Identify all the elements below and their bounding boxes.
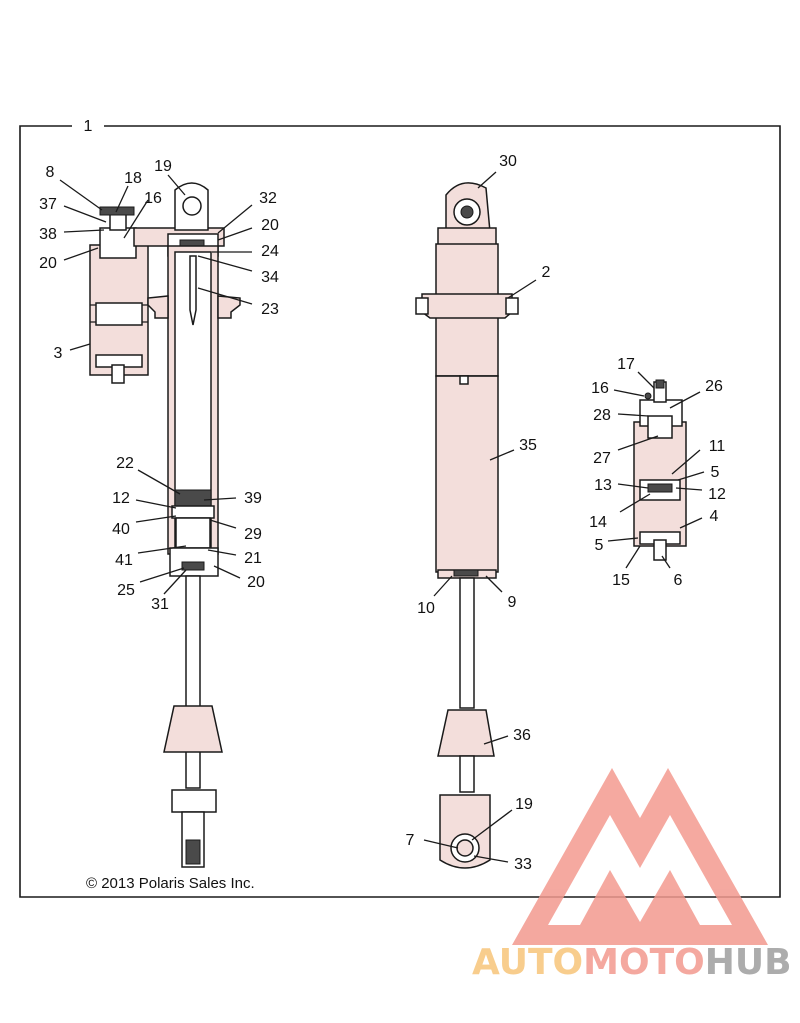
callout-26: 26 <box>705 378 723 395</box>
callout-38: 38 <box>39 226 57 243</box>
callout-32: 32 <box>259 190 277 207</box>
callout-3: 3 <box>54 345 63 362</box>
callout-17: 17 <box>617 356 635 373</box>
callout-7: 7 <box>406 832 415 849</box>
callout-40: 40 <box>112 521 130 538</box>
callout-15: 15 <box>612 572 630 589</box>
callout-27: 27 <box>593 450 611 467</box>
callout-22: 22 <box>116 455 134 472</box>
callout-21: 21 <box>244 550 262 567</box>
callout-36: 36 <box>513 727 531 744</box>
callout-2: 2 <box>542 264 551 281</box>
callout-12: 12 <box>708 486 726 503</box>
diagram-frame <box>19 125 781 898</box>
watermark-moto: MOTO <box>583 942 705 983</box>
callout-24: 24 <box>261 243 279 260</box>
callout-8: 8 <box>46 164 55 181</box>
callout-10: 10 <box>417 600 435 617</box>
callout-18: 18 <box>124 170 142 187</box>
callout-12: 12 <box>112 490 130 507</box>
callout-34: 34 <box>261 269 279 286</box>
callout-5: 5 <box>711 464 720 481</box>
callout-16: 16 <box>591 380 609 397</box>
callout-6: 6 <box>674 572 683 589</box>
callout-30: 30 <box>499 153 517 170</box>
callout-28: 28 <box>593 407 611 424</box>
callout-20: 20 <box>261 217 279 234</box>
leader-lines <box>59 171 705 863</box>
callout-5: 5 <box>595 537 604 554</box>
callout-13: 13 <box>594 477 612 494</box>
callout-20: 20 <box>39 255 57 272</box>
callout-20: 20 <box>247 574 265 591</box>
watermark-hub: HUB <box>705 942 792 983</box>
callout-19: 19 <box>515 796 533 813</box>
callout-1: 1 <box>84 118 93 135</box>
callout-35: 35 <box>519 437 537 454</box>
callout-37: 37 <box>39 196 57 213</box>
watermark-logo <box>512 768 768 945</box>
callout-19: 19 <box>154 158 172 175</box>
automotohub-watermark: AUTOMOTOHUB <box>472 768 792 983</box>
callout-33: 33 <box>514 856 532 873</box>
svg-text:AUTOMOTOHUB: AUTOMOTOHUB <box>472 942 792 983</box>
callout-14: 14 <box>589 514 607 531</box>
callout-25: 25 <box>117 582 135 599</box>
callout-4: 4 <box>710 508 719 525</box>
watermark-auto: AUTO <box>472 942 583 983</box>
callout-23: 23 <box>261 301 279 318</box>
callout-31: 31 <box>151 596 169 613</box>
callout-41: 41 <box>115 552 133 569</box>
callout-labels: 1 8 18 19 16 37 32 20 38 20 24 34 23 3 2… <box>39 118 726 873</box>
cutaway-shock <box>89 182 241 868</box>
copyright-notice: © 2013 Polaris Sales Inc. <box>86 875 255 892</box>
callout-11: 11 <box>709 438 726 455</box>
callout-39: 39 <box>244 490 262 507</box>
callout-29: 29 <box>244 526 262 543</box>
callout-16: 16 <box>144 190 162 207</box>
callout-9: 9 <box>508 594 517 611</box>
assembled-shock <box>415 182 519 869</box>
reservoir-detail <box>633 379 687 561</box>
